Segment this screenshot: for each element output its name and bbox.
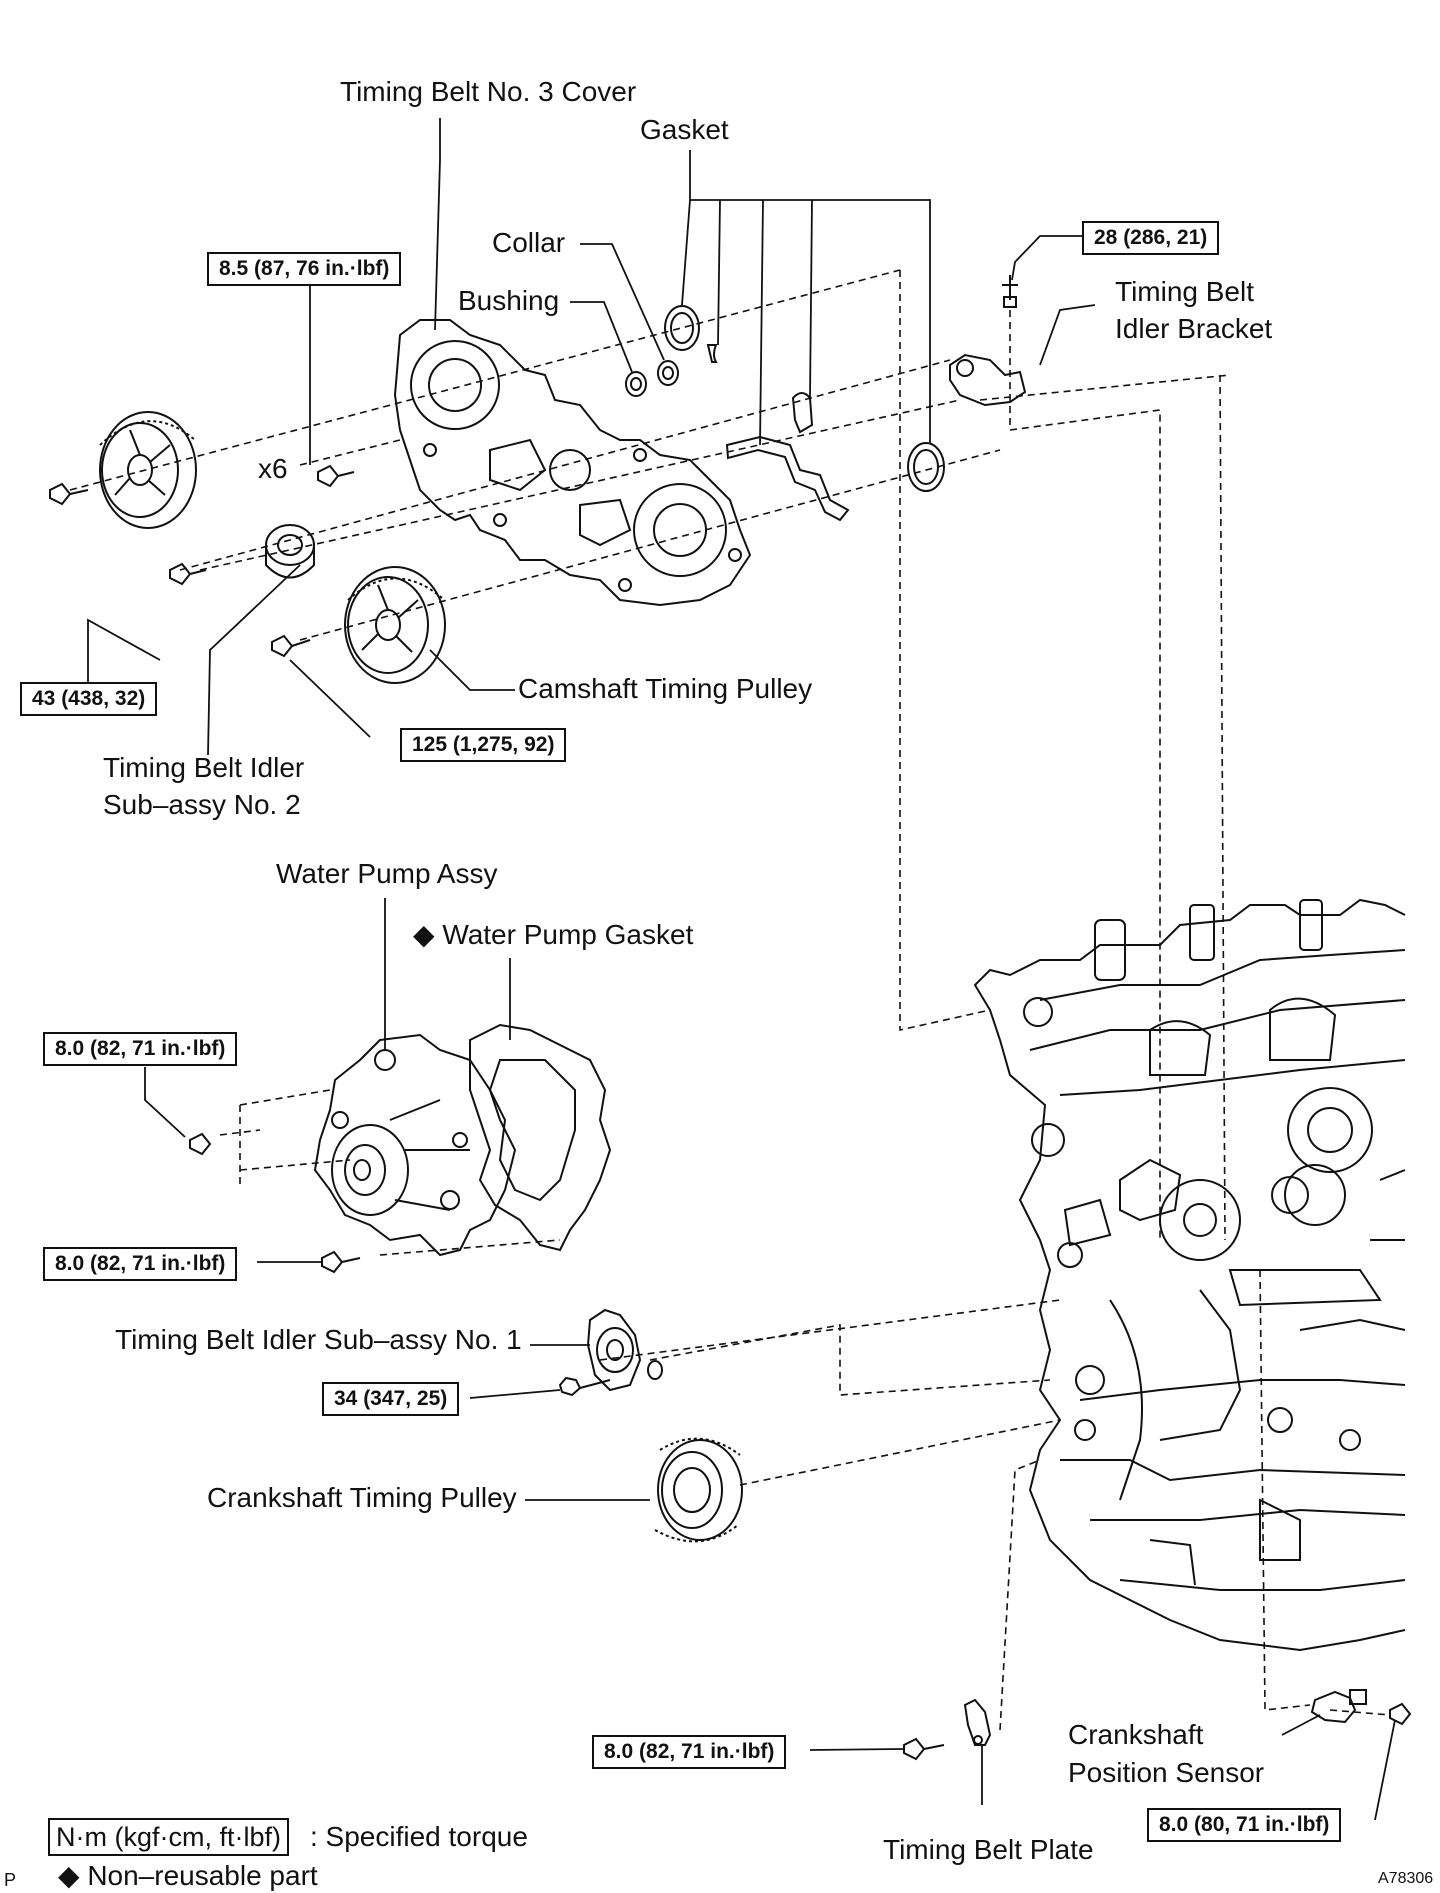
timing-belt-no3-cover <box>393 319 752 607</box>
label-camshaft-timing-pulley: Camshaft Timing Pulley <box>518 673 813 704</box>
dashed-guide-lines <box>69 269 1391 1731</box>
label-bushing: Bushing <box>458 285 560 316</box>
timing-belt-idler-no2 <box>265 524 315 579</box>
engine-block <box>973 898 1406 1652</box>
torque-box-timing-belt-plate: 8.0 (82, 71 in.·lbf) <box>592 1735 787 1769</box>
torque-box-idler-bracket: 28 (286, 21) <box>1082 221 1220 255</box>
timing-belt-idler-no1 <box>586 1308 663 1392</box>
label-gasket: Gasket <box>640 114 729 145</box>
timing-belt-plate <box>963 1698 992 1746</box>
torque-box-crank-sensor: 8.0 (80, 71 in.·lbf) <box>1147 1808 1342 1842</box>
torque-box-camshaft-pulley: 125 (1,275, 92) <box>400 728 567 762</box>
label-timing-belt-no3-cover: Timing Belt No. 3 Cover <box>340 76 637 107</box>
water-pump-gasket <box>469 1023 612 1252</box>
torque-box-idler-no2: 43 (438, 32) <box>20 682 158 716</box>
label-water-pump-gasket: ◆ Water Pump Gasket <box>413 919 694 950</box>
label-idler-no2-line1: Timing Belt Idler <box>103 752 305 783</box>
leader-lines <box>87 118 1396 1821</box>
torque-box-idler-no1: 34 (347, 25) <box>322 1382 460 1416</box>
figure-code: A78306 <box>1378 1870 1434 1887</box>
legend-non-reusable: ◆ Non–reusable part <box>58 1860 318 1891</box>
bolts <box>49 464 1412 1761</box>
torque-box-cover-bolts: 8.5 (87, 76 in.·lbf) <box>207 252 402 286</box>
crankshaft-position-sensor <box>1310 1689 1367 1724</box>
label-idler-no1: Timing Belt Idler Sub–assy No. 1 <box>115 1324 522 1355</box>
label-collar: Collar <box>492 227 566 258</box>
label-idler-bracket-line1: Timing Belt <box>1115 276 1255 307</box>
camshaft-timing-pulley <box>344 566 446 684</box>
label-crankshaft-timing-pulley: Crankshaft Timing Pulley <box>207 1482 517 1513</box>
label-idler-bracket-line2: Idler Bracket <box>1115 313 1273 344</box>
label-x6: x6 <box>258 453 288 484</box>
corner-letter: P <box>4 1870 17 1890</box>
camshaft-pulley-left <box>99 411 197 529</box>
label-crank-sensor-line2: Position Sensor <box>1068 1757 1265 1788</box>
torque-box-water-pump-bottom: 8.0 (82, 71 in.·lbf) <box>43 1247 238 1281</box>
crankshaft-timing-pulley <box>654 1437 743 1543</box>
gasket-parts <box>625 305 945 522</box>
legend-specified-torque: : Specified torque <box>310 1821 528 1852</box>
torque-box-water-pump-top: 8.0 (82, 71 in.·lbf) <box>43 1032 238 1066</box>
label-idler-no2-line2: Sub–assy No. 2 <box>103 789 301 820</box>
timing-belt-idler-bracket <box>949 275 1027 407</box>
label-crank-sensor-line1: Crankshaft <box>1068 1719 1204 1750</box>
label-timing-belt-plate: Timing Belt Plate <box>883 1834 1094 1865</box>
label-water-pump-assy: Water Pump Assy <box>276 858 498 889</box>
legend-unit-box: N·m (kgf·cm, ft·lbf) <box>48 1818 289 1856</box>
water-pump-assy <box>313 1033 517 1257</box>
